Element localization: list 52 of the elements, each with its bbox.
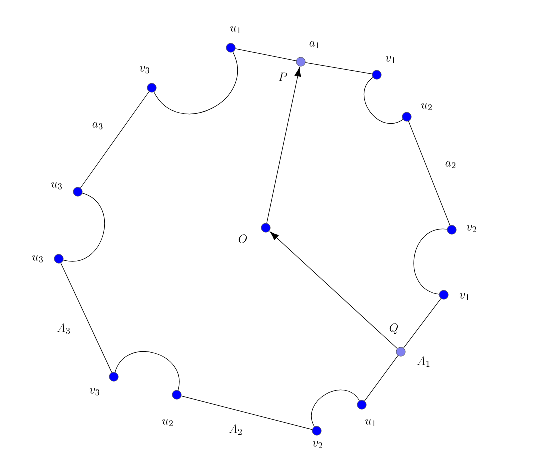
point-label: $v_2$	[466, 225, 476, 232]
edge-label: $a_3$	[92, 122, 103, 130]
point	[109, 372, 119, 382]
point-label: $u_3$	[32, 255, 44, 263]
arc	[63, 192, 105, 262]
point	[73, 187, 83, 197]
arc	[311, 390, 360, 428]
line-segment	[364, 356, 398, 402]
point	[312, 426, 322, 436]
point-label: $v_1$	[386, 56, 396, 64]
point-label: $v_1$	[460, 293, 470, 300]
point-label: $Q$	[390, 323, 398, 334]
point	[147, 83, 157, 93]
point-label: $u_1$	[365, 419, 376, 426]
arc	[115, 352, 180, 391]
line-segment	[404, 298, 442, 348]
point-label: $v_3$	[140, 66, 150, 74]
point	[226, 43, 236, 53]
point-label: $u_2$	[421, 103, 432, 110]
point	[439, 290, 449, 300]
point-label: $O$	[238, 234, 248, 244]
point	[402, 112, 412, 122]
edge-label: $A_3$	[57, 324, 70, 334]
arc	[414, 229, 448, 295]
point-label: $u_3$	[51, 182, 62, 190]
edge-label: $a_2$	[446, 161, 456, 168]
point-label: $v_3$	[90, 388, 100, 396]
point	[372, 70, 382, 80]
arrow	[270, 232, 398, 350]
line-segment	[408, 121, 451, 226]
point	[357, 400, 367, 410]
line-segment	[235, 48, 297, 62]
point	[296, 57, 306, 67]
point	[54, 254, 64, 264]
point-label: $u_2$	[162, 419, 173, 426]
arc	[154, 52, 238, 114]
point	[172, 390, 182, 400]
edge-label: $A_2$	[229, 424, 242, 435]
point-label: $u_1$	[230, 26, 241, 34]
point-label: $v_2$	[312, 441, 322, 448]
point	[261, 223, 271, 233]
line-segment	[80, 92, 150, 188]
point	[396, 347, 406, 357]
point-label: $P$	[278, 72, 288, 82]
arrow	[266, 68, 302, 224]
point-label: $A_1$	[417, 356, 430, 367]
line-segment	[60, 263, 112, 373]
line-segment	[181, 396, 313, 430]
arc	[364, 77, 404, 124]
point	[447, 225, 457, 235]
line-segment	[305, 62, 373, 74]
point-label: $a_1$	[310, 41, 320, 48]
